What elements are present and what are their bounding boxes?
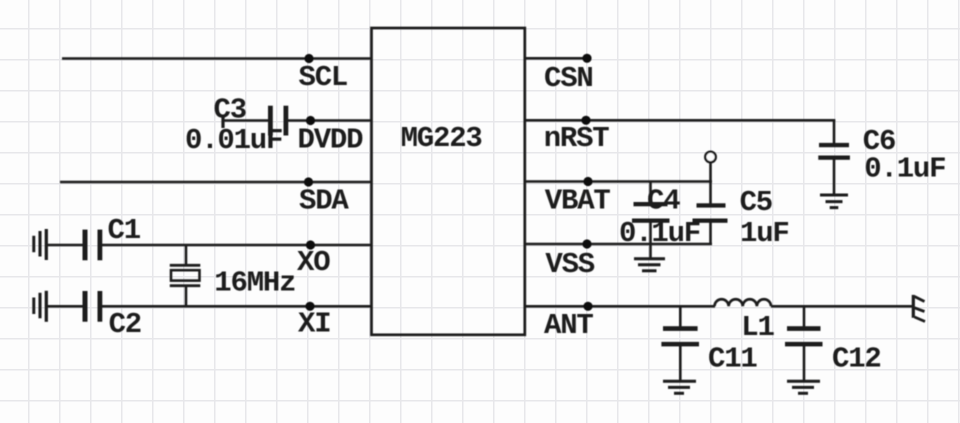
svg-text:DVDD: DVDD: [298, 124, 364, 157]
svg-text:ANT: ANT: [544, 309, 593, 342]
svg-text:C1: C1: [108, 214, 141, 247]
svg-text:C12: C12: [832, 343, 881, 376]
svg-text:XI: XI: [298, 308, 330, 341]
svg-text:SCL: SCL: [299, 61, 348, 94]
svg-text:C11: C11: [708, 343, 757, 376]
svg-text:C2: C2: [109, 308, 141, 341]
svg-text:CSN: CSN: [544, 62, 593, 95]
svg-text:C3: C3: [214, 94, 246, 127]
svg-text:VSS: VSS: [545, 248, 594, 281]
svg-text:0.1uF: 0.1uF: [619, 217, 700, 250]
svg-text:nRST: nRST: [544, 122, 610, 155]
svg-text:1uF: 1uF: [740, 217, 789, 250]
svg-text:L1: L1: [741, 311, 774, 344]
svg-text:MG223: MG223: [401, 122, 482, 155]
svg-text:16MHz: 16MHz: [214, 267, 295, 300]
svg-text:SDA: SDA: [299, 185, 349, 218]
svg-text:VBAT: VBAT: [545, 185, 611, 218]
svg-text:0.1uF: 0.1uF: [864, 153, 945, 186]
svg-text:C5: C5: [740, 186, 772, 219]
svg-text:XO: XO: [297, 246, 330, 279]
svg-text:C4: C4: [647, 185, 680, 218]
svg-text:0.01uF: 0.01uF: [185, 124, 282, 157]
svg-text:C6: C6: [863, 125, 895, 158]
